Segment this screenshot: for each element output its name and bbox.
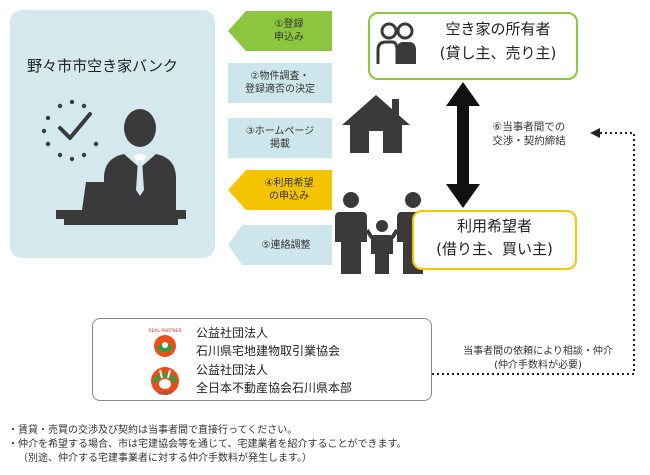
clock-check-icon bbox=[42, 99, 99, 162]
step-4-arrow bbox=[228, 170, 332, 210]
step-4-label: ④利用希望 の申込み bbox=[264, 178, 314, 202]
step-1-arrow bbox=[228, 11, 332, 51]
owner-subtitle: (貸し主、売り主) bbox=[439, 44, 557, 62]
step-2-label: ②物件調査・ 登録適否の決定 bbox=[245, 71, 315, 95]
step-2-box bbox=[228, 63, 332, 103]
negotiation-line-1: ⑥当事者間での bbox=[492, 121, 566, 133]
negotiation-label: ⑥当事者間での 交渉・契約締結 bbox=[474, 120, 584, 148]
association-1-name: 石川県宅地建物取引業協会 bbox=[196, 344, 341, 358]
step-5-label: ⑤連絡調整 bbox=[261, 239, 311, 251]
real-partner-logo: REAL PARTNER bbox=[148, 328, 182, 357]
user-subtitle: (借り主、買い主) bbox=[436, 240, 553, 258]
bank-name: 野々市市空き家バンク bbox=[27, 57, 178, 75]
house-icon bbox=[342, 95, 410, 153]
logo-2-text: RABBIT bbox=[158, 391, 173, 396]
mediation-label: 当事者間の依頼により相談・仲介 (仲介手数料が必要) bbox=[440, 345, 636, 373]
association-2-name: 全日本不動産協会石川県本部 bbox=[196, 381, 353, 395]
mediation-line-1: 当事者間の依頼により相談・仲介 bbox=[463, 346, 613, 357]
step-1-label: ①登録 申込み bbox=[274, 19, 304, 43]
user-title: 利用希望者 bbox=[456, 217, 532, 235]
association-2-type: 公益社団法人 bbox=[196, 363, 269, 377]
association-1-type: 公益社団法人 bbox=[196, 326, 269, 340]
note-3: （別途、仲介する宅建事業者に対する仲介手数料が発生します。） bbox=[18, 453, 312, 464]
logo-1-text: REAL PARTNER bbox=[148, 328, 181, 334]
rabbit-logo: RABBIT bbox=[151, 367, 179, 396]
note-2: ・仲介を希望する場合、市は宅建協会等を通じて、宅建業者を紹介することができます。 bbox=[8, 439, 407, 450]
businessman-at-desk-icon bbox=[42, 99, 186, 225]
step-3-label: ③ホームページ 掲載 bbox=[245, 126, 315, 150]
mediation-line-2: (仲介手数料が必要) bbox=[494, 360, 582, 371]
step-5-arrow bbox=[228, 225, 332, 265]
owner-title: 空き家の所有者 bbox=[445, 20, 551, 38]
note-1: ・賃貸・売買の交渉及び契約は当事者間で直接行ってください。 bbox=[8, 425, 298, 436]
step-3-box bbox=[228, 118, 332, 158]
association-box bbox=[92, 318, 432, 401]
two-people-icon bbox=[376, 22, 416, 64]
negotiation-line-2: 交渉・契約締結 bbox=[492, 135, 566, 147]
